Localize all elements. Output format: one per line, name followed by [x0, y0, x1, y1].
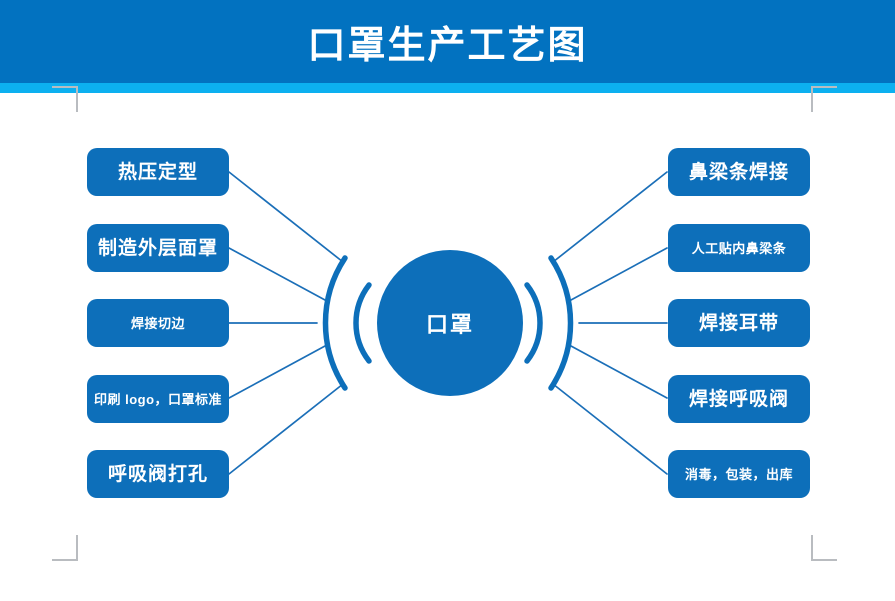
- process-node-label: 鼻梁条焊接: [688, 161, 789, 183]
- process-node-left-2[interactable]: 制造外层面罩: [87, 224, 229, 272]
- process-node-label: 焊接切边: [130, 315, 185, 331]
- process-node-label: 消毒，包装，出库: [684, 466, 793, 482]
- process-node-label: 制造外层面罩: [97, 237, 218, 259]
- header-accent-strip: [0, 83, 895, 93]
- header-band: [0, 0, 895, 83]
- corner-bracket-bottom-right: [811, 535, 837, 561]
- process-node-right-1[interactable]: 鼻梁条焊接: [668, 148, 810, 196]
- process-node-right-2[interactable]: 人工贴内鼻梁条: [668, 224, 810, 272]
- process-node-label: 印刷 logo，口罩标准: [93, 391, 223, 407]
- corner-bracket-top-right: [811, 86, 837, 112]
- process-node-left-5[interactable]: 呼吸阀打孔: [87, 450, 229, 498]
- corner-bracket-top-left: [52, 86, 78, 112]
- process-node-right-4[interactable]: 焊接呼吸阀: [668, 375, 810, 423]
- page-title: 口罩生产工艺图: [307, 25, 588, 67]
- process-node-label: 焊接耳带: [698, 312, 779, 334]
- hub-node[interactable]: 口罩: [377, 250, 523, 396]
- hub-label: 口罩: [425, 312, 474, 337]
- process-node-right-5[interactable]: 消毒，包装，出库: [668, 450, 810, 498]
- process-node-label: 呼吸阀打孔: [107, 463, 208, 485]
- process-node-label: 人工贴内鼻梁条: [691, 240, 787, 256]
- process-node-label: 热压定型: [117, 161, 198, 183]
- process-node-right-3[interactable]: 焊接耳带: [668, 299, 810, 347]
- corner-bracket-bottom-left: [52, 535, 78, 561]
- process-node-label: 焊接呼吸阀: [688, 388, 789, 410]
- process-node-left-4[interactable]: 印刷 logo，口罩标准: [87, 375, 229, 423]
- process-node-left-3[interactable]: 焊接切边: [87, 299, 229, 347]
- process-node-left-1[interactable]: 热压定型: [87, 148, 229, 196]
